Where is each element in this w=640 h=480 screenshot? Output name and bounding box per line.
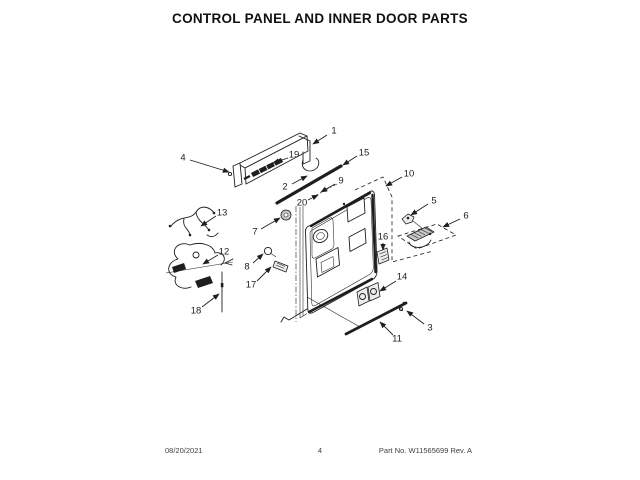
door-cutout-middle xyxy=(348,228,367,252)
page-title: CONTROL PANEL AND INNER DOOR PARTS xyxy=(172,11,468,26)
callout-20: 20 xyxy=(297,194,319,209)
callout-18: 18 xyxy=(191,293,220,317)
callout-arrow xyxy=(201,293,220,308)
callout-12: 12 xyxy=(202,247,230,265)
callout-arrow xyxy=(272,157,289,164)
callout-number: 15 xyxy=(359,148,370,159)
callout-number: 3 xyxy=(427,323,432,334)
callout-4: 4 xyxy=(180,153,230,173)
bottom-trim-rod xyxy=(344,301,408,336)
callout-11: 11 xyxy=(379,321,402,345)
callout-arrow xyxy=(312,134,328,145)
callout-number: 8 xyxy=(244,262,249,273)
callout-2: 2 xyxy=(282,175,308,193)
callout-number: 9 xyxy=(338,176,343,187)
callout-6: 6 xyxy=(442,211,469,228)
callout-number: 13 xyxy=(217,208,228,219)
callout-number: 2 xyxy=(282,182,287,193)
callout-number: 18 xyxy=(191,306,202,317)
callout-arrow xyxy=(410,203,429,216)
link-rod xyxy=(220,271,224,313)
callout-1: 1 xyxy=(312,126,337,145)
door-hinge-arm xyxy=(280,308,308,323)
console-screw xyxy=(227,171,233,177)
mounting-rod-drawing xyxy=(275,157,343,205)
callout-13: 13 xyxy=(200,208,228,227)
callout-arrow xyxy=(256,266,272,282)
callout-number: 16 xyxy=(378,232,389,243)
callout-15: 15 xyxy=(342,148,370,166)
dispenser-knob xyxy=(311,217,335,259)
callout-7: 7 xyxy=(252,217,281,238)
door-cutout-upper xyxy=(346,197,366,223)
callout-arrow xyxy=(379,321,394,336)
inner-door-drawing xyxy=(280,190,378,328)
callout-number: 20 xyxy=(297,198,308,209)
callout-arrow xyxy=(385,176,403,187)
alignment-line xyxy=(312,183,338,198)
callout-number: 4 xyxy=(180,153,185,164)
trim-fastener xyxy=(398,306,404,312)
mounting-bracket xyxy=(401,213,424,230)
callout-arrow xyxy=(342,155,358,166)
callout-5: 5 xyxy=(410,196,437,216)
footer-part-number: Part No. W11565699 Rev. A xyxy=(378,446,472,455)
callout-number: 12 xyxy=(219,247,230,258)
callout-number: 6 xyxy=(463,211,468,222)
footer-date: 08/20/2021 xyxy=(165,446,203,455)
callout-arrow xyxy=(406,310,425,325)
wire-harness-lower xyxy=(165,242,234,289)
callout-arrow xyxy=(291,175,308,185)
callout-8: 8 xyxy=(244,253,264,273)
callout-number: 1 xyxy=(331,126,336,137)
callout-17: 17 xyxy=(246,266,272,291)
callout-arrow xyxy=(202,254,219,265)
callout-14: 14 xyxy=(379,272,408,292)
grommet xyxy=(280,209,292,221)
ring-clip xyxy=(263,246,277,258)
callout-16: 16 xyxy=(378,232,389,251)
callout-number: 17 xyxy=(246,280,257,291)
callout-arrow xyxy=(442,218,461,228)
callout-19: 19 xyxy=(272,150,300,164)
callout-arrow xyxy=(320,183,336,193)
callout-arrow xyxy=(200,215,217,227)
door-cutout-lower xyxy=(315,247,340,278)
callout-9: 9 xyxy=(320,176,344,193)
door-vent xyxy=(376,247,390,265)
callout-arrow xyxy=(307,194,319,201)
callout-arrow xyxy=(252,253,264,264)
callout-number: 14 xyxy=(397,272,408,283)
door-latch xyxy=(356,282,381,307)
callout-10: 10 xyxy=(385,169,415,187)
footer-page-number: 4 xyxy=(317,446,323,455)
assembly-group-outline xyxy=(354,176,434,263)
callout-3: 3 xyxy=(406,310,433,334)
callout-arrow xyxy=(379,280,397,292)
callout-arrow xyxy=(189,159,230,173)
callout-number: 19 xyxy=(289,150,300,161)
callout-number: 10 xyxy=(404,169,415,180)
hinge-pin xyxy=(272,260,289,273)
callout-number: 5 xyxy=(431,196,436,207)
callout-number: 7 xyxy=(252,227,257,238)
control-board xyxy=(397,223,457,250)
callout-number: 11 xyxy=(392,334,402,345)
hinge-link-line xyxy=(306,296,361,328)
retainer-clip xyxy=(301,157,320,172)
wire-harness-upper xyxy=(168,206,219,238)
page-footer: 08/20/2021 4 Part No. W11565699 Rev. A xyxy=(0,446,640,458)
callout-arrow xyxy=(260,217,281,230)
